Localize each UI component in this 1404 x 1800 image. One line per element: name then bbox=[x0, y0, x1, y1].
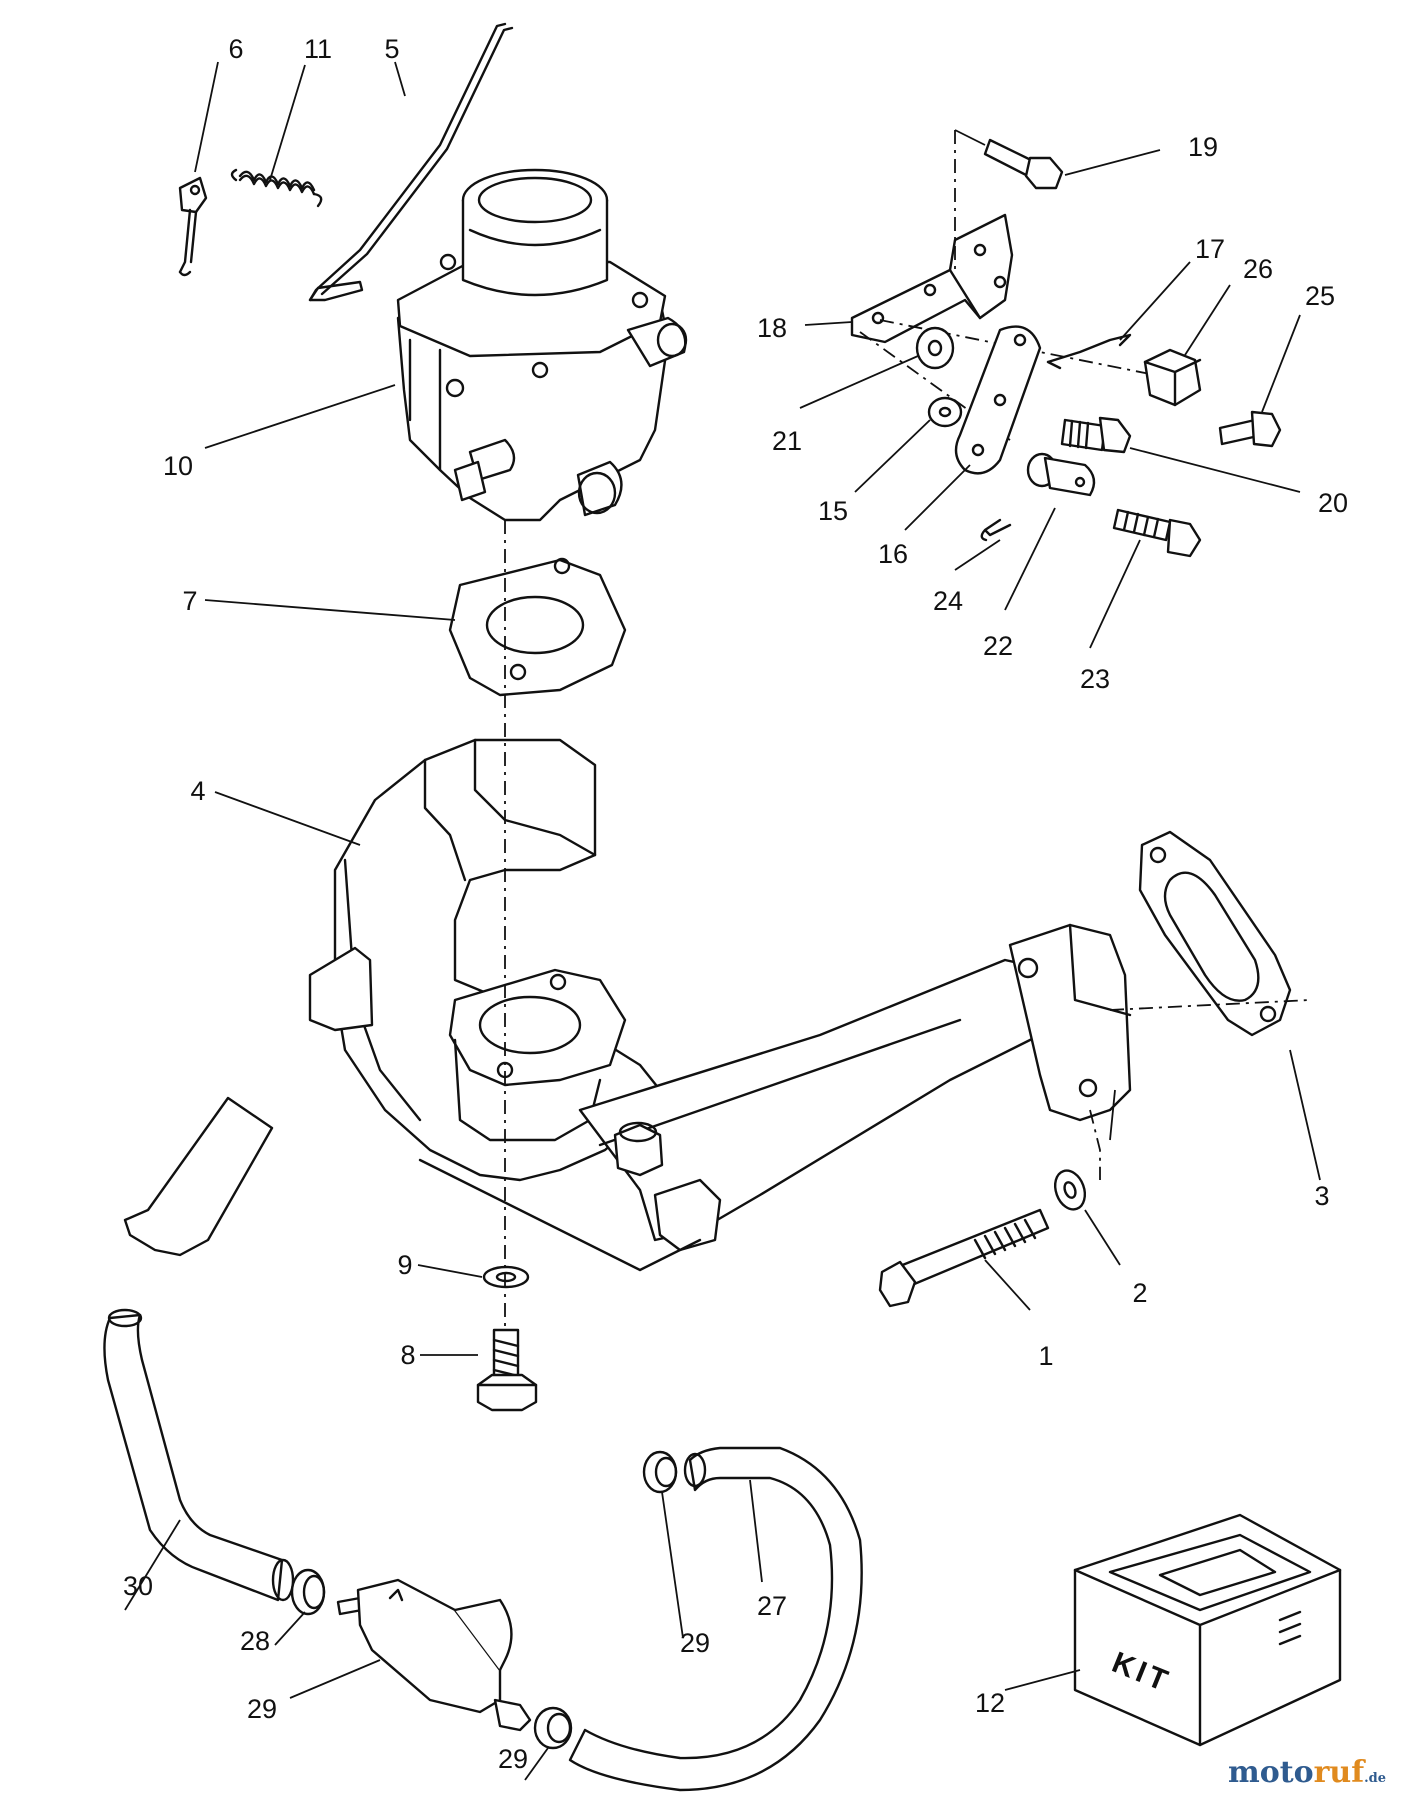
callout-22: 22 bbox=[983, 631, 1013, 661]
callout-15: 15 bbox=[818, 496, 848, 526]
callout-18: 18 bbox=[757, 313, 787, 343]
screw-19 bbox=[983, 138, 1064, 190]
cotter-pin bbox=[980, 518, 1012, 542]
callout-16: 16 bbox=[878, 539, 908, 569]
watermark-part2: ruf bbox=[1313, 1755, 1365, 1790]
link bbox=[178, 176, 208, 277]
fuel-hose-return bbox=[568, 1446, 863, 1792]
alignment-line bbox=[1109, 999, 1311, 1011]
callout-12: 12 bbox=[975, 1688, 1005, 1718]
hose-clamp bbox=[642, 1450, 678, 1494]
repair-kit: KIT bbox=[1073, 1513, 1342, 1747]
callout-1: 1 bbox=[1038, 1341, 1053, 1371]
callout-3: 3 bbox=[1314, 1181, 1329, 1211]
alignment-line bbox=[1089, 1109, 1101, 1180]
lock-washer bbox=[482, 1265, 530, 1289]
lever bbox=[954, 325, 1042, 475]
fuel-filter bbox=[336, 1578, 532, 1732]
watermark-suffix: .de bbox=[1364, 1771, 1386, 1786]
callout-24: 24 bbox=[933, 586, 963, 616]
manifold-gasket bbox=[1138, 830, 1292, 1037]
carburetor bbox=[396, 168, 688, 522]
callout-6: 6 bbox=[228, 34, 243, 64]
swivel bbox=[1026, 452, 1096, 497]
callout-29: 29 bbox=[498, 1744, 528, 1774]
callout-11: 11 bbox=[304, 34, 332, 64]
callout-8: 8 bbox=[400, 1340, 415, 1370]
callout-7: 7 bbox=[182, 586, 197, 616]
callout-29: 29 bbox=[680, 1628, 710, 1658]
callout-25: 25 bbox=[1305, 281, 1335, 311]
nut bbox=[1143, 348, 1202, 407]
bracket bbox=[850, 213, 1014, 344]
carburetor-gasket bbox=[448, 557, 627, 697]
callout-23: 23 bbox=[1080, 664, 1110, 694]
hose-clamp bbox=[290, 1568, 326, 1616]
intake-manifold bbox=[308, 738, 1132, 1272]
callout-5: 5 bbox=[384, 34, 399, 64]
screw-25 bbox=[1218, 410, 1282, 448]
screw-23 bbox=[1112, 508, 1202, 558]
fuel-hose bbox=[103, 1313, 284, 1602]
callout-2: 2 bbox=[1132, 1278, 1147, 1308]
fuel-hose-upper bbox=[123, 1096, 274, 1257]
callout-labels: 1 2 3 4 5 6 7 8 9 10 11 12 15 16 17 18 1… bbox=[123, 34, 1348, 1774]
hose-clamp bbox=[533, 1706, 573, 1750]
spring bbox=[230, 168, 323, 208]
washer bbox=[1053, 1169, 1087, 1211]
callout-10: 10 bbox=[163, 451, 193, 481]
callout-28: 29 bbox=[247, 1694, 277, 1724]
callout-17: 17 bbox=[1195, 234, 1225, 264]
callout-19: 19 bbox=[1188, 132, 1218, 162]
star-washer bbox=[915, 326, 955, 370]
leader-lines bbox=[124, 61, 1321, 1781]
wire bbox=[1046, 333, 1132, 370]
screw bbox=[476, 1328, 538, 1412]
watermark-part1: moto bbox=[1227, 1755, 1314, 1790]
callout-21: 21 bbox=[772, 426, 802, 456]
callout-4: 4 bbox=[190, 776, 205, 806]
screw-20 bbox=[1060, 416, 1132, 454]
callout-20: 20 bbox=[1318, 488, 1348, 518]
callout-30: 30 bbox=[123, 1571, 153, 1601]
bolt bbox=[878, 1208, 1050, 1308]
callout-27: 27 bbox=[757, 1591, 787, 1621]
callout-9: 9 bbox=[397, 1250, 412, 1280]
callout-26: 26 bbox=[1243, 254, 1273, 284]
washer-15 bbox=[927, 396, 963, 428]
watermark: motoruf.de bbox=[1228, 1755, 1386, 1790]
callout-29: 28 bbox=[240, 1626, 270, 1656]
